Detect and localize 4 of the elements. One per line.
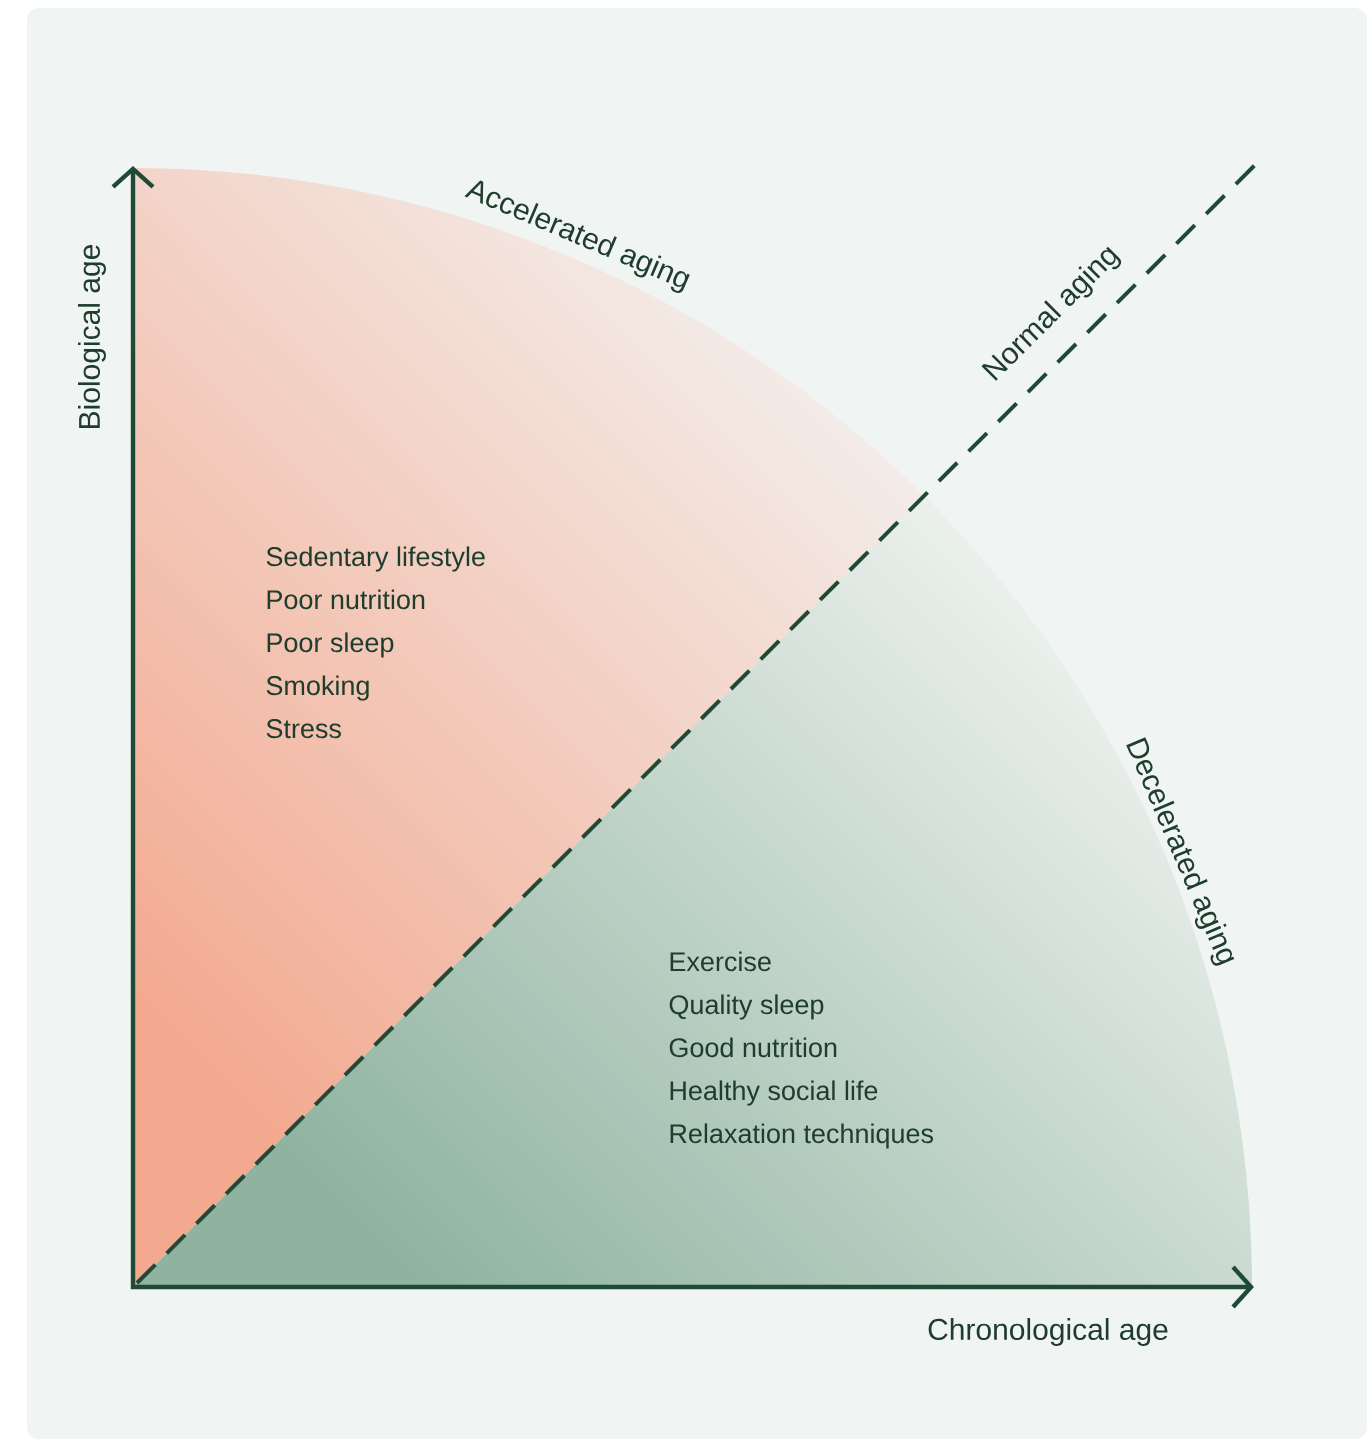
axis-label: Biological age [78, 245, 106, 428]
quarter-sector: Exercise Quality sleep Good nutrition Healthy social life Relaxation techniques [669, 951, 933, 1149]
axis-label: Chronological age [928, 1318, 1168, 1346]
quarter-sector: Sedentary lifestyle Poor nutrition Poor sleep Smoking Stress [266, 546, 485, 739]
